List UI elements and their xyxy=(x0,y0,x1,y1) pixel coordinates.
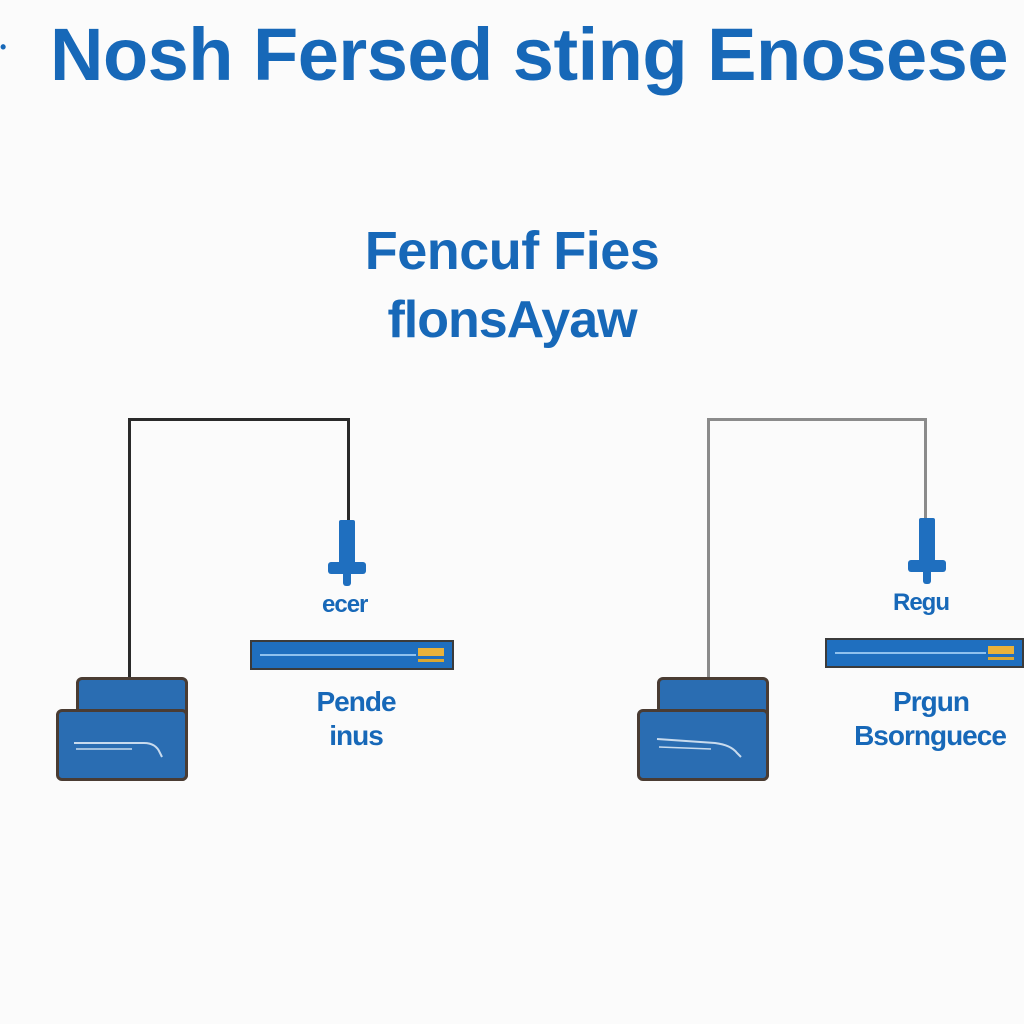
right-status-bar-tick xyxy=(988,657,1014,660)
left-device-trace-icon xyxy=(74,742,163,758)
right-device-base xyxy=(637,709,769,781)
subtitle-line-1: Fencuf Fies xyxy=(364,221,660,281)
subtitle-line-2: flonsAyaw xyxy=(387,291,637,349)
right-probe-neck xyxy=(908,560,946,572)
left-wire-horizontal xyxy=(128,418,350,421)
right-probe-label: Regu xyxy=(893,589,950,616)
right-status-bar xyxy=(825,638,1024,668)
right-description-line-1: Prgun xyxy=(893,686,970,717)
right-wire-horizontal xyxy=(707,418,927,421)
left-device-base xyxy=(56,709,188,781)
left-device-icon xyxy=(56,677,188,781)
left-description-line-1: Pende xyxy=(316,686,396,717)
right-probe-tip xyxy=(923,570,931,584)
left-status-bar-tick xyxy=(418,659,444,662)
left-status-bar-highlight xyxy=(418,648,444,656)
left-status-bar-line xyxy=(260,654,416,656)
left-description-line-2: inus xyxy=(329,720,384,751)
left-probe-label: ecer xyxy=(322,591,368,618)
left-probe-stem xyxy=(339,520,355,566)
right-description-line-2: Bsornguece xyxy=(854,720,1007,751)
right-probe-icon xyxy=(898,518,956,588)
right-device-icon xyxy=(637,677,769,781)
left-wire-vertical-outer xyxy=(128,419,131,677)
right-wire-vertical-outer xyxy=(707,419,710,677)
left-wire-vertical-inner xyxy=(347,418,350,522)
right-device-trace-icon xyxy=(656,738,742,758)
left-probe-neck xyxy=(328,562,366,574)
right-status-bar-line xyxy=(835,652,986,654)
title-marker: • xyxy=(0,37,7,57)
right-wire-vertical-inner xyxy=(924,418,927,520)
right-probe-stem xyxy=(919,518,935,564)
left-probe-icon xyxy=(318,520,376,590)
right-status-bar-highlight xyxy=(988,646,1014,654)
left-probe-tip xyxy=(343,572,351,586)
left-status-bar xyxy=(250,640,454,670)
main-title: Nosh Fersed sting Enosese xyxy=(50,13,1009,96)
